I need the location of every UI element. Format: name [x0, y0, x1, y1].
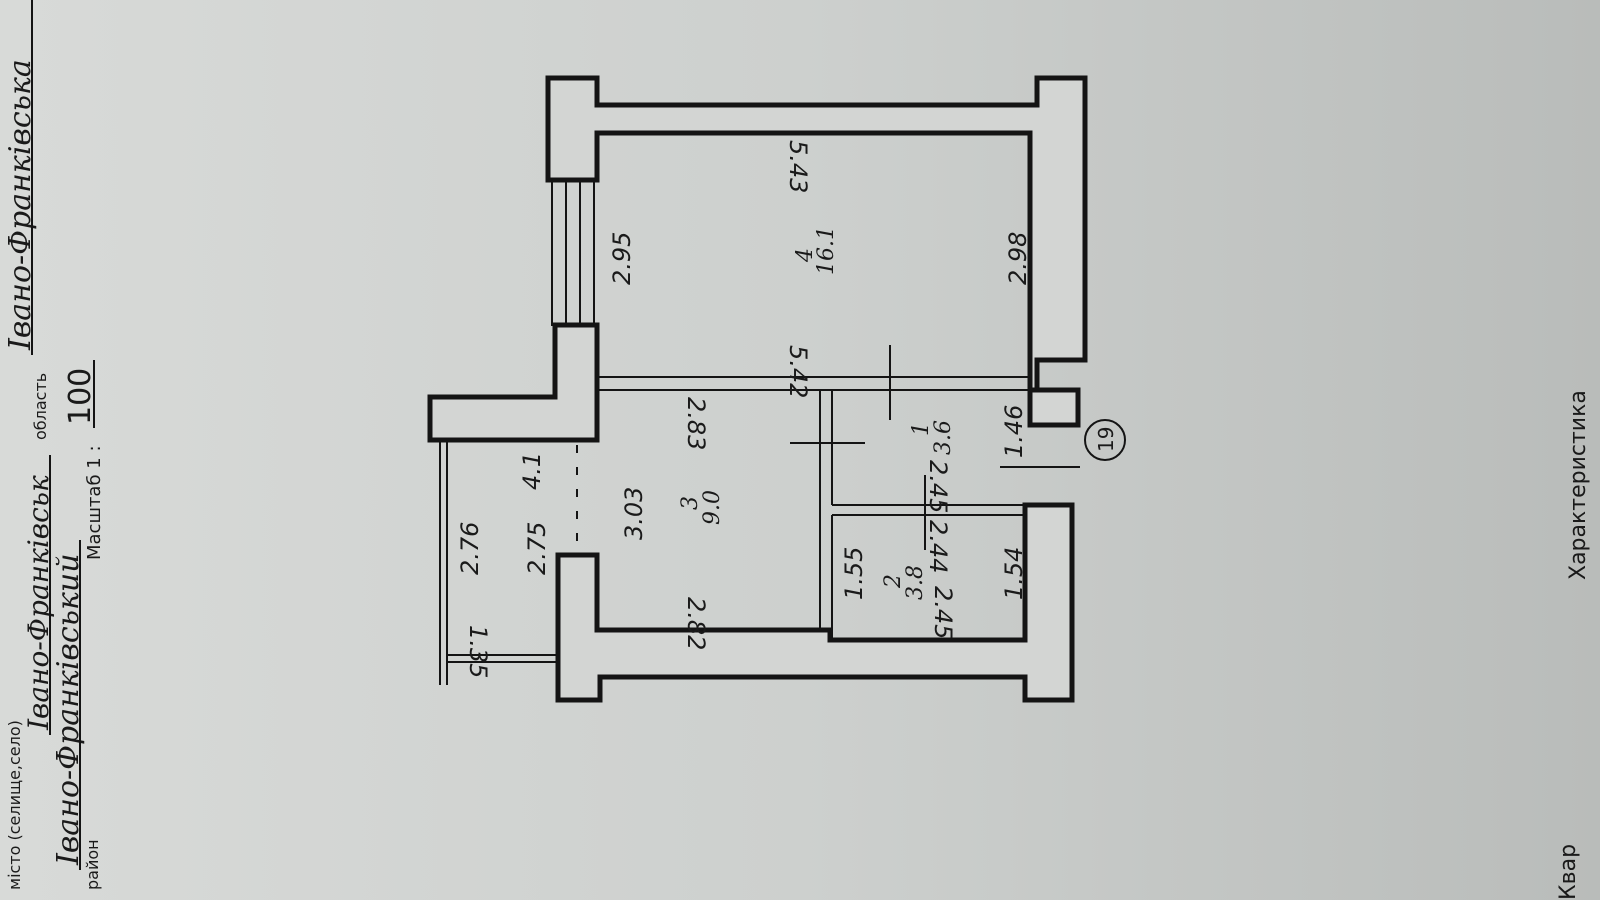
dim-room4-top: 5.43 — [784, 140, 812, 193]
dim-room1-width: 1.46 — [1000, 405, 1028, 458]
document-header: місто (селище,село) Івано-Франківськ обл… — [3, 0, 105, 890]
dim-room4-bottom: 5.42 — [784, 345, 812, 398]
dim-room3-bottom: 2.82 — [682, 597, 710, 650]
room-2: 2 3.8 — [881, 565, 928, 600]
room-number: 4 — [793, 248, 818, 263]
dim-room2-right: 1.54 — [1000, 547, 1028, 600]
apartment-number: 19 — [1094, 427, 1118, 452]
room-area: 16.1 — [814, 226, 839, 275]
room-area: 3.6 — [931, 420, 956, 455]
dim-room2-top: 2.44 — [924, 520, 952, 573]
dimensions: 5.43 5.42 2.95 2.98 2.83 2.82 3.03 2.45 … — [456, 140, 1032, 678]
room-1: 1 3.6 — [909, 420, 956, 455]
room-area: 3.8 — [903, 565, 928, 600]
dim-room4-left: 2.95 — [608, 232, 636, 285]
room-area: 9.0 — [700, 490, 725, 525]
characteristic-label: Характеристика — [1566, 390, 1591, 580]
dim-room3-top: 2.83 — [682, 397, 710, 450]
dim-balcony-outer: 2.76 — [456, 522, 484, 575]
room-number: 2 — [881, 574, 906, 589]
cut-label: Квар — [1556, 844, 1581, 900]
dim-balcony-inner: 2.75 — [523, 522, 551, 575]
dim-balcony-depth: 1.35 — [464, 625, 492, 678]
dim-room2-left: 1.55 — [840, 547, 868, 600]
dim-room1-side: 2.45 — [924, 460, 952, 513]
room-number: 3 — [678, 496, 703, 510]
balcony-area: 4.1 — [518, 452, 546, 490]
scale-value: 100 — [63, 368, 98, 425]
scale-label: Масштаб 1 : — [84, 445, 105, 560]
city-label: місто (селище,село) — [5, 720, 24, 890]
room-4: 4 16.1 — [793, 226, 839, 275]
district-label: район — [83, 839, 102, 890]
room-3: 3 9.0 — [678, 490, 725, 525]
apartment-number-marker: 19 — [1084, 419, 1126, 461]
dim-room2-bottom: 2.45 — [929, 586, 957, 639]
dim-room3-side: 3.03 — [620, 487, 648, 540]
plan-walls — [427, 75, 1088, 703]
room-number: 1 — [909, 422, 934, 436]
region-label: область — [31, 373, 50, 440]
dim-room4-right: 2.98 — [1004, 232, 1032, 285]
